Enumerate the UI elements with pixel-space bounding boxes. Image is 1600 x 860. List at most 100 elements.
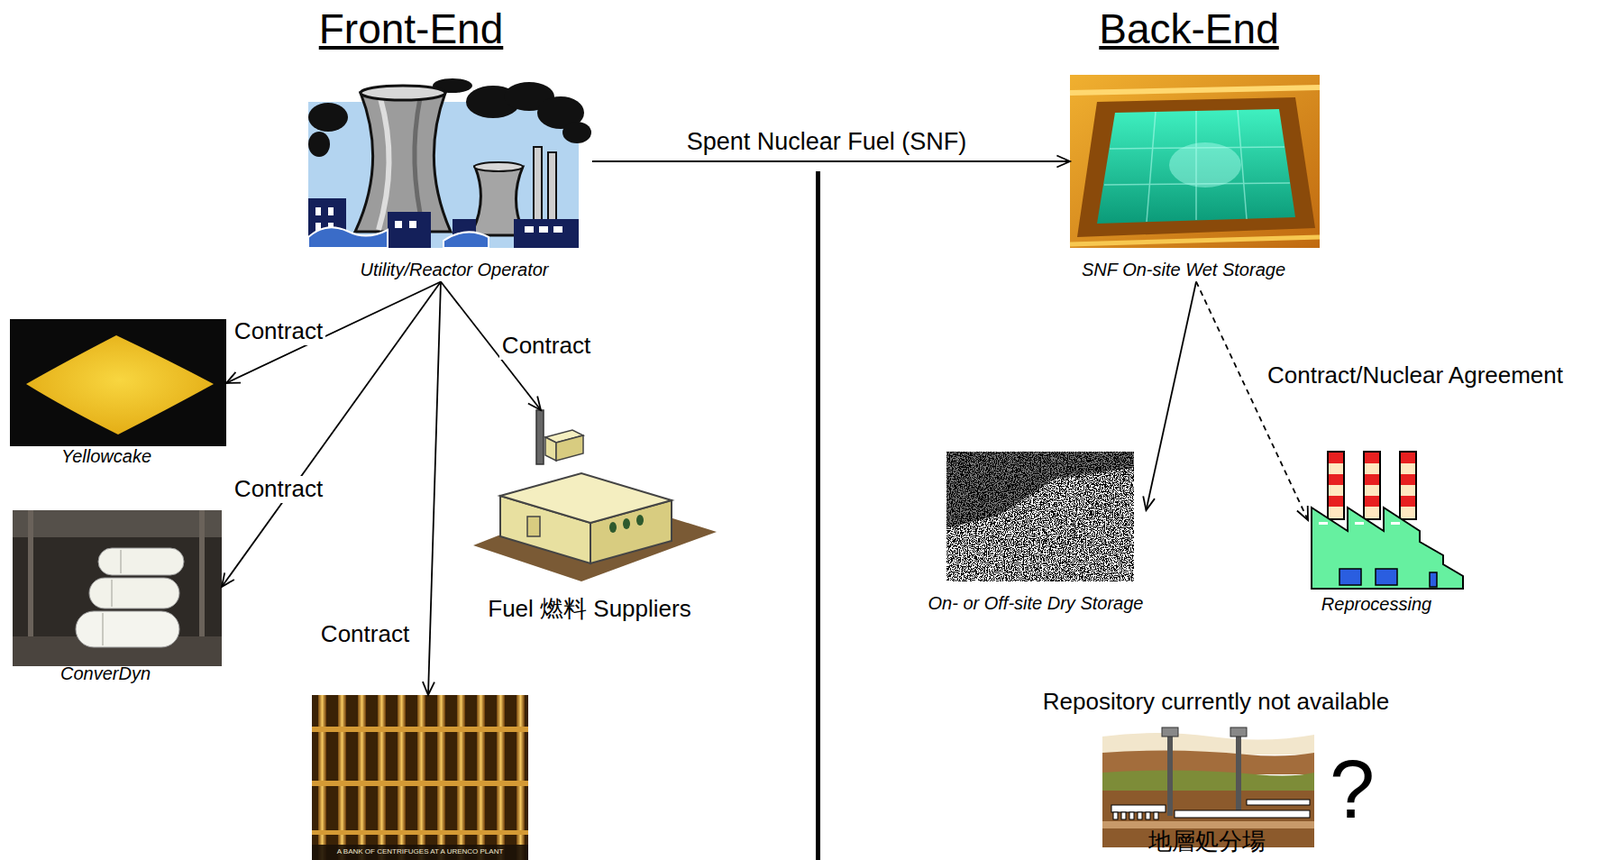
reprocessing-illustration-part-part (1364, 474, 1380, 485)
reprocessing-illustration-part-part (1339, 568, 1362, 586)
reactor-illustration-part-part (524, 226, 534, 233)
repository-illustration-part (1235, 727, 1242, 816)
centrifuge-photo-part (311, 844, 529, 860)
arrowhead (1142, 495, 1155, 511)
arrowhead (1056, 155, 1070, 167)
reactor-illustration-part (308, 227, 388, 248)
yellowcake-photo-part (9, 319, 227, 447)
reactor-illustration (308, 78, 592, 248)
wet-storage-photo (1069, 74, 1320, 248)
repository-illustration-part (1102, 821, 1315, 829)
connector-line (226, 282, 441, 384)
reprocessing-illustration-part-part (1400, 474, 1416, 485)
fuel-supplier-illustration-part (609, 514, 644, 533)
reactor-illustration-part-part (328, 207, 334, 216)
wet-storage-photo-part (1069, 74, 1320, 248)
node-caption: 地層処分場 (1148, 828, 1266, 856)
reprocessing-illustration-part-part (1400, 452, 1416, 464)
reactor-illustration-part-part (562, 121, 592, 144)
image-node: Yellowcake (9, 319, 227, 469)
repository-illustration-part-part (1153, 812, 1159, 820)
edge-label: Contract (318, 621, 412, 649)
reactor-illustration-part (308, 78, 592, 157)
fuel-supplier-illustration-part (556, 435, 584, 461)
reactor-illustration-part-part (315, 207, 321, 216)
reactor-illustration-part (315, 207, 563, 233)
section-heading: Front-End (319, 6, 504, 53)
image-node: Reprocessing (1307, 451, 1466, 617)
dry-storage-photo-part (946, 451, 1134, 582)
reactor-illustration-part-part (308, 102, 348, 132)
centrifuge-photo (311, 694, 529, 860)
node-caption: Fuel 燃料 Suppliers (487, 595, 691, 623)
fuel-supplier-illustration-part-part (622, 518, 631, 530)
converdyn-photo-part-part (110, 579, 113, 607)
converdyn-photo (12, 510, 222, 667)
repository-illustration-part-part (1121, 812, 1126, 820)
centrifuge-photo-part (311, 694, 529, 860)
arrowhead (1297, 505, 1308, 521)
repository-illustration-part (1161, 727, 1179, 737)
dry-storage-photo-part (946, 451, 1134, 529)
centrifuge-photo-part (311, 694, 529, 860)
reprocessing-illustration-part (1327, 451, 1417, 520)
fuel-supplier-illustration-part (527, 516, 540, 537)
reactor-illustration-part (474, 162, 523, 172)
repository-illustration-part-part (1129, 812, 1134, 820)
converdyn-photo-part-part (101, 612, 104, 646)
converdyn-photo-part (12, 510, 222, 667)
fuel-supplier-illustration-part (536, 410, 544, 465)
connector-line (221, 282, 441, 588)
repository-illustration-part (1230, 727, 1247, 737)
converdyn-photo-part (102, 549, 121, 646)
connector (422, 282, 441, 696)
reprocessing-illustration-part-part (1399, 451, 1417, 520)
reprocessing-illustration-part-part (1328, 452, 1344, 464)
wet-storage-photo-part (1169, 142, 1242, 188)
reprocessing-illustration-part (1318, 521, 1400, 525)
image-node: Repository currently not available地層処分場? (1040, 686, 1392, 858)
reprocessing-illustration-part-part (1400, 495, 1416, 507)
reactor-illustration-part-part (308, 131, 330, 157)
image-node: ConverDyn (12, 510, 222, 686)
repository-illustration-part (1111, 804, 1166, 813)
reactor-illustration-part (378, 98, 390, 230)
converdyn-photo-part (12, 510, 222, 538)
node-caption: ConverDyn (60, 663, 151, 685)
repository-illustration-part (1102, 749, 1315, 775)
edge-label: Spent Nuclear Fuel (SNF) (684, 128, 970, 156)
repository-illustration-part (1113, 812, 1159, 820)
image-node: On- or Off-site Dry Storage (925, 451, 1147, 616)
fuel-supplier-illustration-part (500, 473, 672, 523)
connector-line (592, 160, 1070, 163)
repository-illustration-part (1167, 727, 1173, 816)
reactor-illustration-part-part (409, 220, 417, 229)
yellowcake-photo (9, 319, 227, 447)
image-node: A BANK OF CENTRIFUGES AT A URENCO PLANT (311, 694, 529, 860)
reprocessing-illustration-part-part (1318, 521, 1328, 525)
edge-label: Contract (499, 332, 594, 360)
section-heading: Back-End (1098, 6, 1279, 53)
wet-storage-photo-part-part (1146, 111, 1156, 222)
arrowhead (422, 681, 435, 695)
fuel-supplier-illustration (473, 410, 717, 582)
reactor-illustration-part (308, 198, 579, 248)
reactor-illustration-part (355, 92, 451, 232)
reactor-illustration-part (360, 85, 446, 101)
converdyn-photo-part (75, 611, 180, 648)
connector (1142, 282, 1197, 512)
wet-storage-photo-part (1077, 97, 1316, 238)
connector (592, 155, 1070, 167)
connector-line (1145, 282, 1197, 512)
image-node: SNF On-site Wet Storage (1069, 74, 1320, 283)
node-caption: Reprocessing (1321, 594, 1432, 615)
reactor-illustration-part-part (394, 220, 403, 229)
reactor-illustration-part-part (553, 226, 563, 233)
arrowhead (528, 395, 541, 411)
edge-label: Contract (231, 475, 326, 503)
node-caption: Utility/Reactor Operator (360, 259, 549, 281)
reprocessing-illustration-part (1311, 507, 1463, 589)
wet-storage-photo-part (1069, 87, 1320, 93)
connector (221, 282, 441, 588)
reprocessing-illustration-part-part (1354, 521, 1364, 525)
